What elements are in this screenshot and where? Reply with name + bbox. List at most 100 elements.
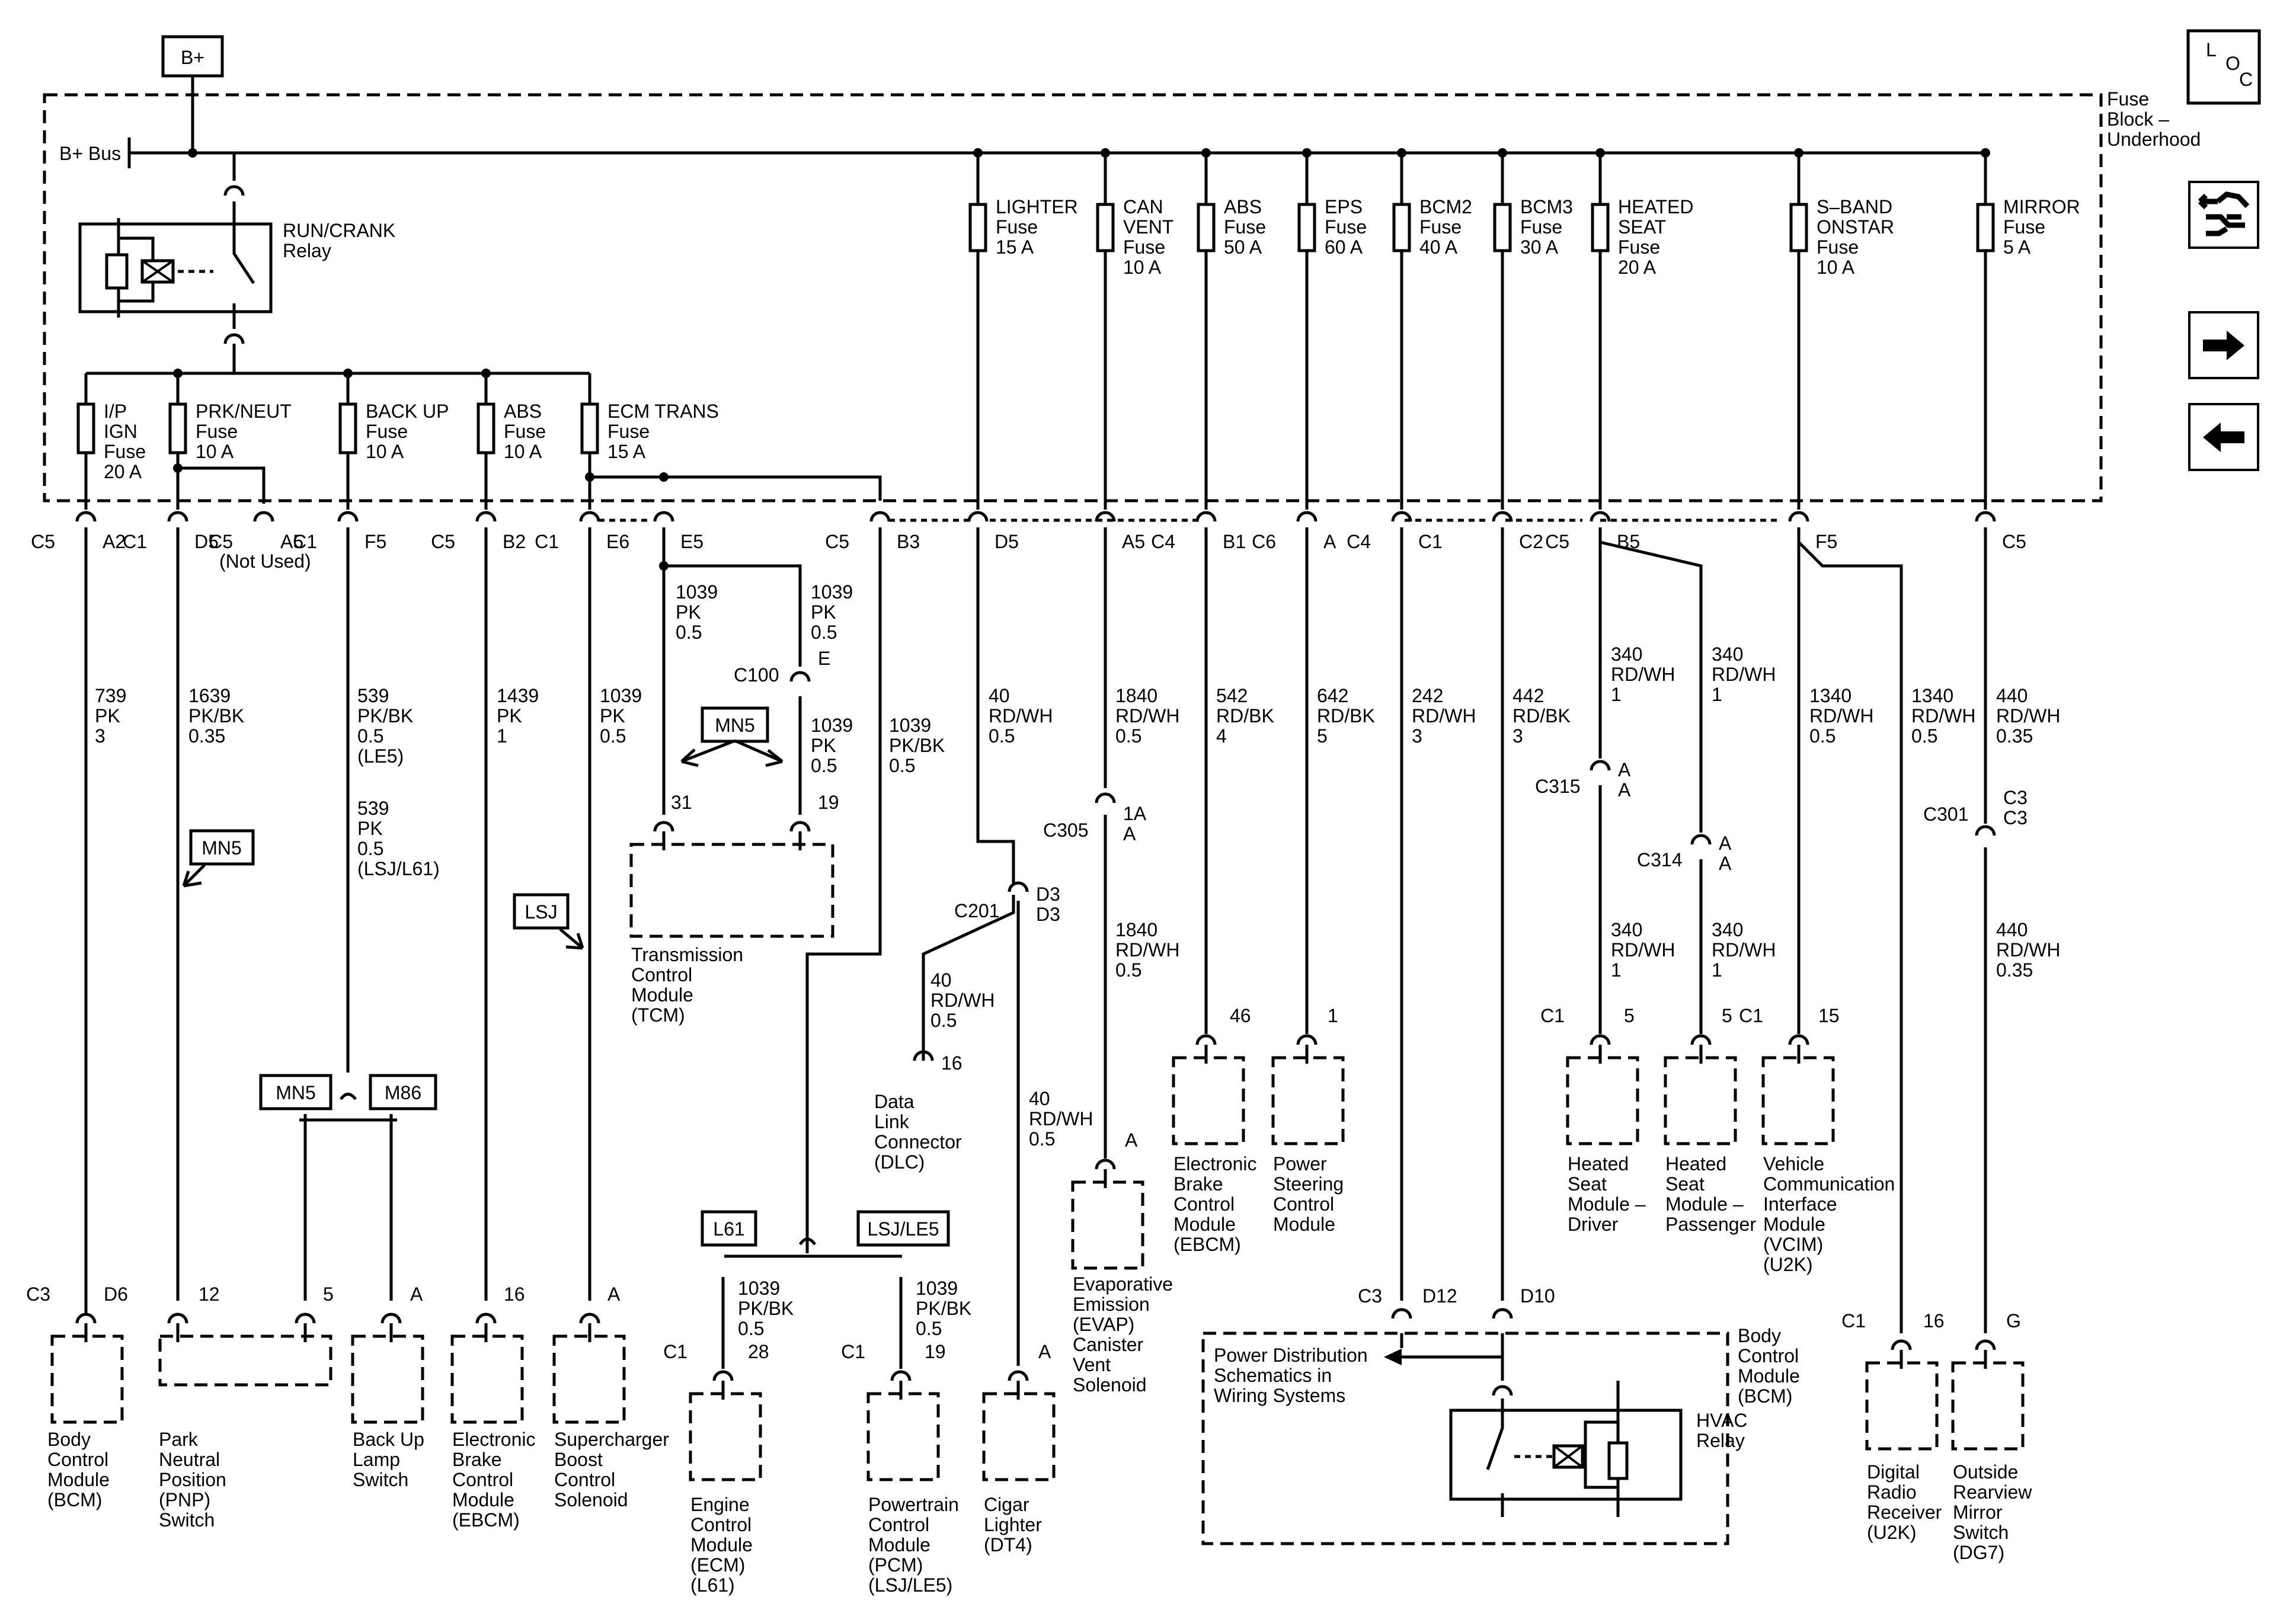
fuse-upper-label: 20 A — [1618, 257, 1657, 278]
fuse-lower-label: 10 A — [196, 441, 234, 462]
component-pnp — [158, 1334, 332, 1387]
component-bcm-right-label: (BCM) — [1738, 1385, 1792, 1407]
wire-label: 0.5 — [811, 622, 837, 643]
fuse-upper-label: BCM3 — [1520, 196, 1573, 217]
component-bcm-left-label: Body — [47, 1429, 91, 1450]
wire-label: (LSJ/L61) — [357, 858, 440, 879]
bplus-bus-label: B+ Bus — [59, 143, 121, 164]
wiring-harness-button[interactable] — [2188, 181, 2259, 249]
component-ebcm-left-connector — [475, 1313, 497, 1324]
wire-label: 0.35 — [1996, 725, 2033, 747]
component-evap-pin: A — [1125, 1129, 1138, 1151]
component-vcim-label: Interface — [1763, 1193, 1837, 1215]
option-l61 — [701, 1210, 757, 1247]
bcm-right-box — [1201, 1331, 1729, 1545]
fuse-lower-label: Fuse — [366, 421, 408, 442]
fuse-lower-label: Fuse — [104, 441, 146, 462]
component-bcm-right-pin: D12 — [1422, 1285, 1457, 1307]
component-dlc-label: Link — [874, 1111, 910, 1132]
option-lsj-label: LSJ — [525, 901, 557, 923]
option-mn5-left — [189, 829, 255, 866]
fuse-upper-label: ONSTAR — [1817, 216, 1894, 238]
wire-label: RD/WH — [1809, 705, 1873, 726]
component-hsm-pass-connector — [1690, 1034, 1712, 1045]
fuse-element — [1493, 203, 1512, 252]
fuse-upper-label: S–BAND — [1817, 196, 1892, 217]
wire-label: 40 — [930, 969, 952, 991]
component-pnp-label: Position — [159, 1469, 226, 1490]
component-vcim-connector — [1788, 1034, 1809, 1045]
wire-label: (LE5) — [357, 745, 404, 767]
component-tcm-pin: 31 — [671, 792, 692, 813]
component-ebcm-left-pin: 16 — [504, 1283, 525, 1305]
component-ecm — [689, 1392, 762, 1481]
hvac-resistor — [1607, 1441, 1629, 1480]
pds-label-3: Wiring Systems — [1214, 1385, 1345, 1406]
component-dlc-pin: 16 — [941, 1052, 962, 1074]
option-split-pnp — [299, 1093, 397, 1122]
pin-number-label: C2 — [1519, 531, 1543, 552]
wire-label: 0.5 — [1029, 1128, 1055, 1150]
previous-button[interactable] — [2188, 403, 2259, 471]
component-tcm-label: Module — [631, 984, 693, 1006]
pin-number-label: A2 — [103, 531, 126, 552]
wire-label: 1039 — [889, 715, 931, 736]
component-pnp-connector-2 — [295, 1313, 316, 1324]
wire-label: RD/WH — [1611, 939, 1675, 961]
wire-label: 1840 — [1115, 685, 1157, 706]
fuse-lower-label: Fuse — [196, 421, 238, 442]
option-mn5-tcm — [701, 706, 769, 743]
component-hsm-pass-label: Seat — [1665, 1173, 1705, 1195]
component-pnp-label: Park — [159, 1429, 199, 1450]
pin-connector — [1975, 511, 1996, 522]
fuse-block-label-1: Fuse — [2107, 88, 2149, 110]
component-vcim-pin: 15 — [1818, 1005, 1840, 1026]
pin-number-label: A5 — [280, 531, 303, 552]
fuse-upper-label: SEAT — [1618, 216, 1666, 238]
component-mirror-label: Outside — [1953, 1461, 2018, 1483]
pin-conn-label: C4 — [1151, 531, 1175, 552]
fuse-upper-label: CAN — [1123, 196, 1163, 217]
mn5-tcm-arrows — [680, 739, 784, 767]
component-ebcm-right-label: (EBCM) — [1173, 1234, 1241, 1255]
bus-node — [1201, 148, 1211, 158]
option-mn5-tcm-label: MN5 — [715, 715, 755, 736]
wire-label: 542 — [1216, 685, 1248, 706]
component-radio-label: Radio — [1867, 1481, 1917, 1503]
wire-label: 1639 — [188, 685, 231, 706]
next-button[interactable] — [2188, 311, 2259, 379]
pds-arrow-head — [1384, 1349, 1402, 1365]
component-hsm-driver-label: Seat — [1568, 1173, 1607, 1195]
fuse-element — [1591, 203, 1610, 252]
component-cigar — [982, 1392, 1056, 1481]
component-vcim-conn: C1 — [1739, 1005, 1763, 1026]
pin-connector — [1296, 511, 1318, 522]
wire-label: 1439 — [497, 685, 539, 706]
component-hsm-driver-conn: C1 — [1540, 1005, 1565, 1026]
option-mn5-pnp — [259, 1074, 332, 1110]
pin-number-label: C1 — [1418, 531, 1443, 552]
pin-number-label: E6 — [606, 531, 629, 552]
wire-label: RD/WH — [1611, 664, 1675, 685]
pin-number-label: D5 — [194, 531, 219, 552]
fuse-block-label-3: Underhood — [2107, 129, 2201, 150]
wire-label: PK — [95, 705, 120, 726]
component-ebcm-left — [450, 1334, 524, 1424]
wire-label: 40 — [989, 685, 1010, 706]
arrow-left-icon — [2203, 422, 2244, 452]
node-e — [585, 472, 594, 482]
component-vcim-label: Vehicle — [1763, 1153, 1824, 1174]
component-hsm-pass-label: Module – — [1665, 1193, 1744, 1215]
component-vcim-label: Module — [1763, 1214, 1825, 1235]
component-pnp-pin: 12 — [199, 1283, 220, 1305]
option-lsjle5-label: LSJ/LE5 — [868, 1218, 939, 1240]
wire-label: 0.5 — [1115, 725, 1141, 747]
component-tcm-connector — [653, 821, 674, 832]
hvac-label-1: HVAC — [1696, 1410, 1748, 1431]
component-bcm-right-connector-2 — [1492, 1308, 1513, 1319]
component-ebcm-right-label: Electronic — [1173, 1153, 1257, 1174]
pin-number-label: A — [1323, 531, 1336, 552]
fuse-element — [1392, 203, 1411, 252]
component-hsm-driver-label: Driver — [1568, 1214, 1619, 1235]
pin-connector — [337, 511, 359, 522]
